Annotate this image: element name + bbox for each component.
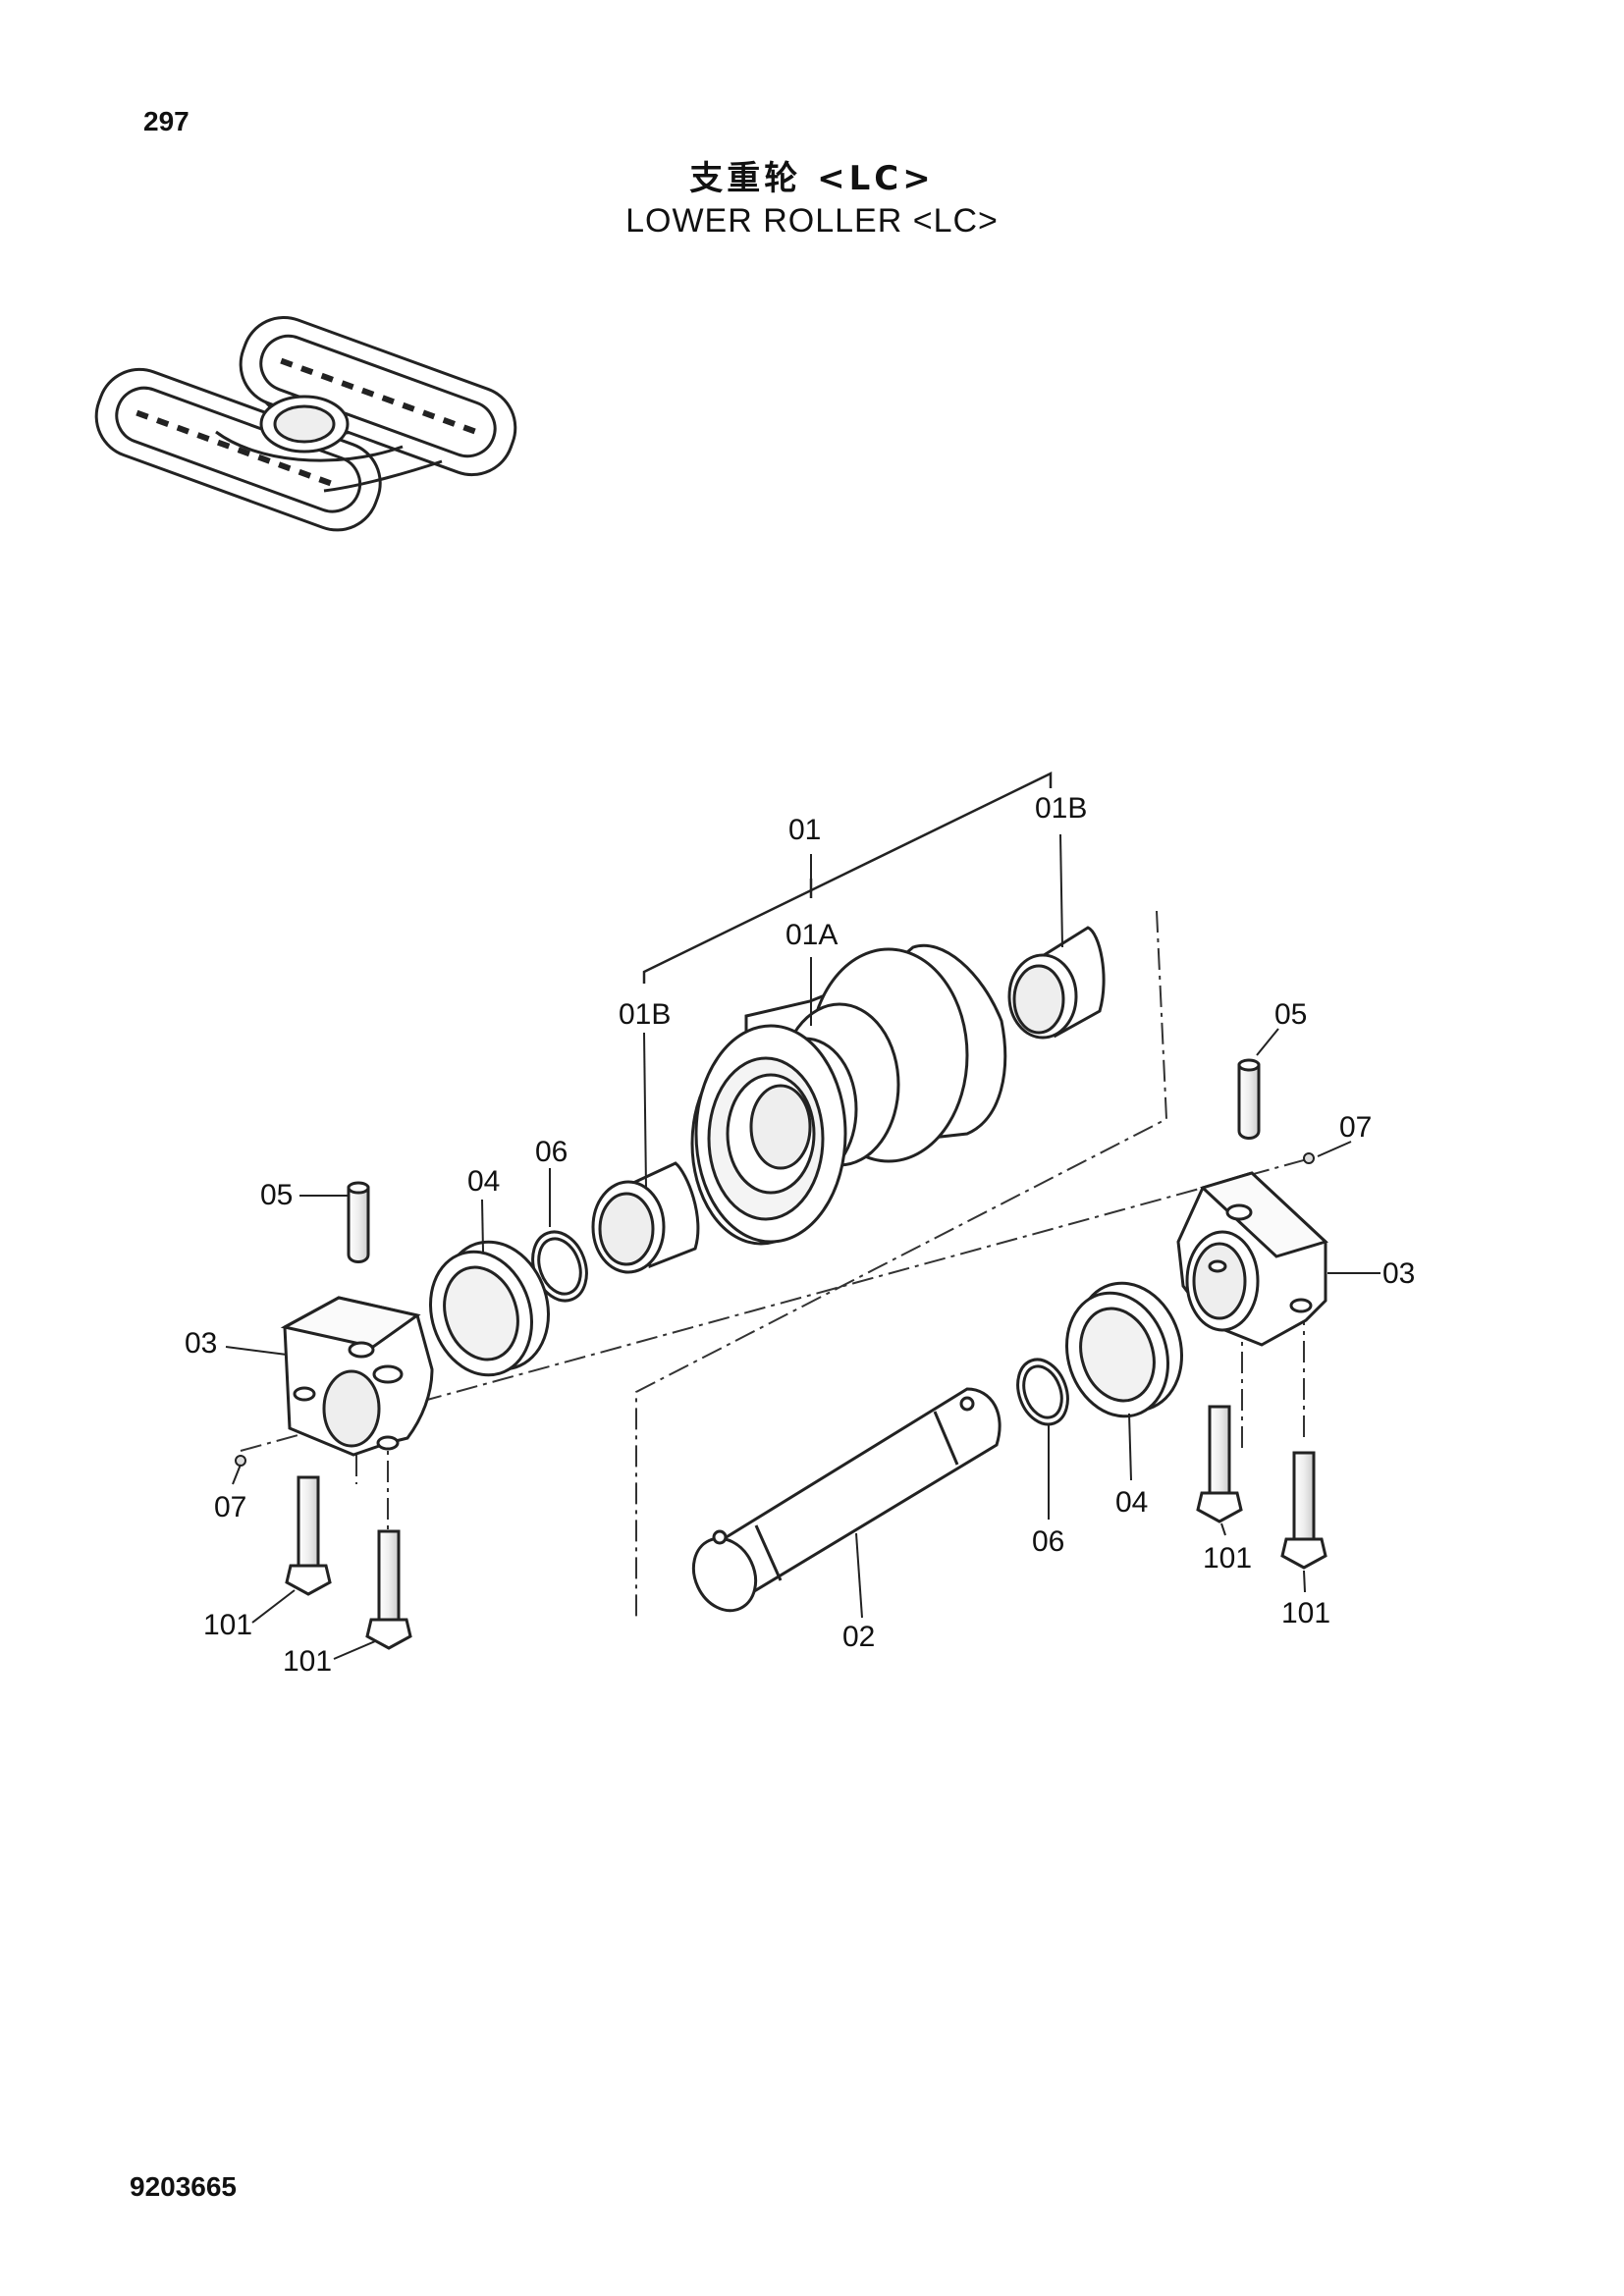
roller-body-part-01a [690, 943, 1007, 1246]
floating-seal-part-04-right [1064, 1281, 1183, 1418]
callout-101-left-b: 101 [283, 1645, 332, 1678]
callout-05-right: 05 [1274, 998, 1307, 1031]
callout-01b-right: 01B [1035, 792, 1087, 825]
bolt-part-101 [285, 1405, 1327, 1650]
o-ring-part-06-right [1016, 1358, 1069, 1426]
callout-01a: 01A [785, 919, 838, 951]
callout-01b-left: 01B [619, 998, 671, 1031]
title-chinese: 支重轮 <LC> [689, 159, 935, 198]
callout-03-right: 03 [1382, 1257, 1415, 1290]
end-collar-part-03-right [1176, 1171, 1328, 1347]
pin-part-05-right [1237, 1058, 1261, 1140]
callout-101-left-a: 101 [203, 1609, 252, 1641]
shaft-part-02 [691, 1387, 1001, 1613]
callout-101-right-a: 101 [1203, 1542, 1252, 1575]
callout-05-left: 05 [260, 1179, 293, 1211]
callout-04-left: 04 [467, 1165, 500, 1198]
callout-06-right: 06 [1032, 1525, 1064, 1558]
title-english: LOWER ROLLER <LC> [625, 202, 999, 240]
undercarriage-overview-illustration [94, 315, 517, 532]
bolt-101-left-a [285, 1475, 332, 1596]
callout-101-right-b: 101 [1281, 1597, 1330, 1629]
callout-labels: 01 01B 01A 01B 05 07 05 04 06 03 03 07 0… [185, 792, 1415, 1678]
bolt-101-left-b [365, 1529, 412, 1650]
leader-lines [225, 833, 1380, 1660]
drawing-number: 9203665 [130, 2171, 238, 2202]
bolt-101-right-a [1196, 1405, 1243, 1523]
callout-03-left: 03 [185, 1327, 217, 1360]
floating-seal-part-04-left [428, 1240, 550, 1377]
pin-part-05-left [347, 1181, 370, 1263]
bushing-part-01b-left [591, 1161, 700, 1274]
bushing-part-01b-right [1007, 926, 1106, 1040]
page-number: 297 [143, 106, 189, 136]
callout-01: 01 [788, 814, 821, 846]
bolt-101-right-b [1280, 1451, 1327, 1570]
end-collar-part-03-left [280, 1296, 434, 1457]
callout-04-right: 04 [1115, 1486, 1148, 1519]
callout-02: 02 [842, 1621, 875, 1653]
callout-06-left: 06 [535, 1136, 568, 1168]
callout-07-right: 07 [1339, 1111, 1372, 1144]
callout-07-left: 07 [214, 1491, 246, 1523]
roller-assembly-bracket [642, 771, 1053, 984]
